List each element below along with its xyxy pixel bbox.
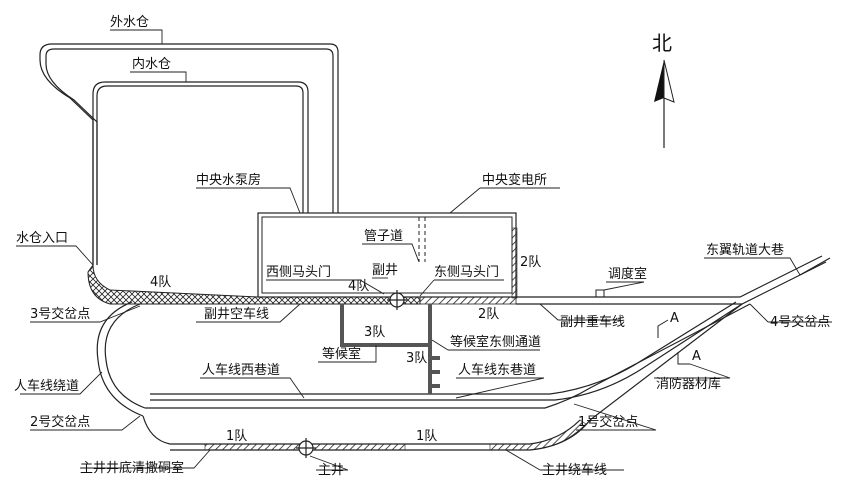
team-label-2-upper: 2队	[520, 255, 541, 270]
team-label-1-right: 1队	[416, 429, 437, 444]
label-junction-1: 1号交岔点	[578, 414, 638, 430]
label-waiting-room-east-passage: 等候室东侧通道	[450, 334, 541, 350]
section-mark-upper: A	[670, 311, 679, 326]
label-outer-sump: 外水仓	[110, 15, 149, 30]
label-west-horseshoe-door: 西侧马头门	[266, 265, 331, 280]
label-sump-entrance: 水仓入口	[16, 231, 68, 246]
label-central-substation: 中央变电所	[482, 172, 547, 188]
label-junction-3: 3号交岔点	[30, 306, 90, 322]
label-pipe-passage: 管子道	[364, 229, 403, 244]
label-auxiliary-shaft: 副井	[372, 263, 398, 278]
label-main-shaft-sump-cleaning-chamber: 主井井底清撒硐室	[80, 460, 184, 476]
label-manway-bypass: 人车线绕道	[14, 378, 79, 394]
label-main-shaft: 主井	[318, 463, 344, 478]
label-east-wing-track-roadway: 东翼轨道大巷	[706, 243, 784, 258]
label-dispatch-room: 调度室	[608, 266, 647, 282]
section-mark-a	[657, 319, 690, 365]
pump-room-substation-chamber	[257, 212, 517, 298]
label-manway-east-roadway: 人车线东巷道	[458, 362, 536, 378]
label-east-horseshoe-door: 东侧马头门	[434, 265, 499, 280]
team-label-4-west: 4队	[150, 275, 171, 290]
label-central-pump-room: 中央水泵房	[196, 172, 261, 188]
auxiliary-shaft-symbol	[387, 290, 407, 310]
team-label-2-lower: 2队	[478, 307, 499, 322]
label-fire-equipment-store: 消防器材库	[656, 376, 721, 392]
substation-east-wall	[511, 227, 518, 299]
label-manway-west-roadway: 人车线西巷道	[202, 362, 280, 378]
waiting-room	[340, 304, 440, 394]
north-arrow-icon	[654, 59, 675, 148]
label-aux-shaft-loaded-line: 副井重车线	[560, 314, 625, 330]
team-label-1-left: 1队	[226, 429, 247, 444]
label-main-shaft-bypass: 主井绕车线	[542, 462, 607, 478]
team-label-4-east: 4队	[348, 279, 369, 294]
main-shaft-symbol	[296, 438, 316, 458]
inner-sump	[92, 81, 309, 265]
label-junction-4: 4号交岔点	[770, 314, 830, 330]
team-label-3-left: 3队	[364, 325, 385, 340]
outer-sump	[39, 43, 339, 265]
leader-lines	[16, 29, 832, 471]
pipe-passage	[418, 217, 426, 262]
label-inner-sump: 内水仓	[132, 56, 171, 72]
main-roadway-loop	[87, 255, 831, 451]
compass-label: 北	[652, 31, 672, 55]
section-mark-lower: A	[692, 349, 701, 364]
label-junction-2: 2号交岔点	[30, 414, 90, 430]
label-waiting-room: 等候室	[322, 346, 361, 362]
label-aux-shaft-empty-line: 副井空车线	[204, 306, 269, 322]
team-label-3-right: 3队	[406, 351, 427, 366]
